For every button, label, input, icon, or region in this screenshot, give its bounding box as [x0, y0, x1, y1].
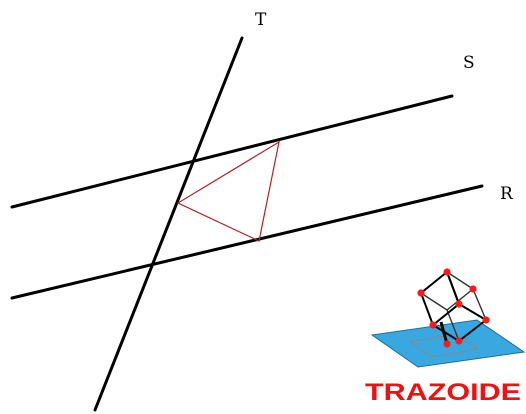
line-r [10, 184, 484, 300]
label-s: S [463, 53, 475, 73]
triangle [176, 140, 280, 242]
logo-stick [439, 321, 449, 345]
logo-plane-shadow [408, 333, 480, 358]
label-r: R [500, 184, 514, 204]
cube-on-plane-icon [370, 268, 526, 368]
line-s [10, 94, 454, 209]
label-t: T [255, 10, 267, 30]
line-t [93, 36, 244, 412]
logo-text: TRAZOIDE [365, 379, 521, 406]
